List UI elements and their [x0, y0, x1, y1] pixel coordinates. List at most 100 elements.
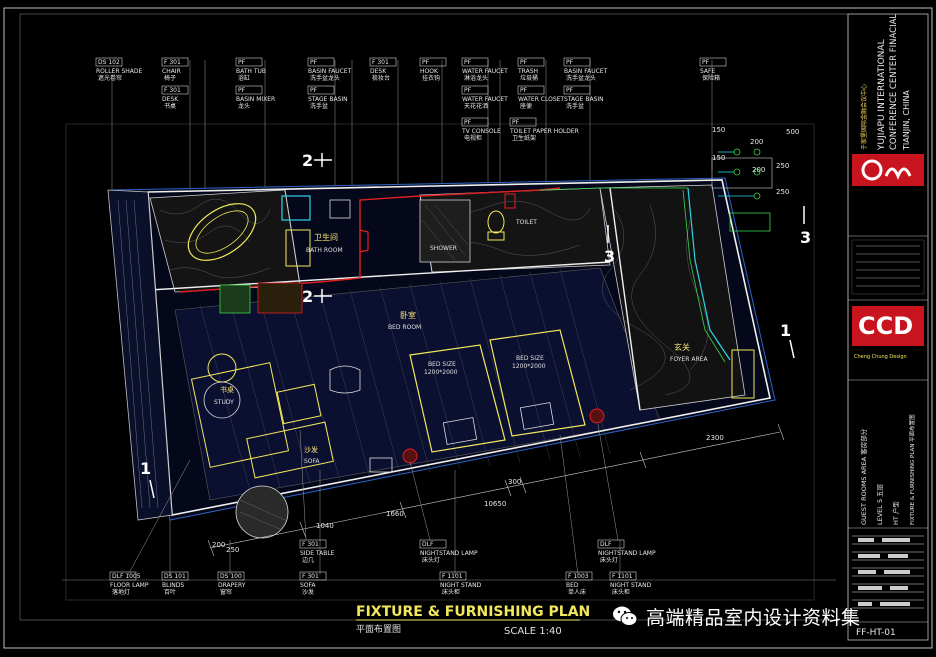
top-tag-en: WATER FAUCET [462, 96, 508, 103]
sofa-label-cn: 沙发 [304, 445, 318, 454]
top-tag-cn: 挂衣钩 [422, 74, 440, 82]
bottom-tag-en: BLINDS [162, 582, 184, 589]
dim-300: 300 [508, 478, 521, 486]
client-logo [852, 154, 924, 186]
bed-2 [489, 329, 586, 437]
bottom-tag-cn: 单人床 [568, 588, 586, 596]
bottom-tag-code: F 301 [302, 541, 319, 548]
toilet-bowl [487, 210, 505, 234]
project-name-cn: 于家堡国际金融会议中心 [860, 84, 868, 150]
top-tag-code: PF [464, 119, 472, 126]
top-tag-cn: 垃圾桶 [520, 74, 538, 82]
shower-label: SHOWER [430, 245, 457, 252]
top-tag-en: DESK [370, 68, 387, 75]
nightstand-lamp-2 [589, 408, 605, 424]
dimension-labels: 1040 1660 10650 300 2300 200 250 150 200… [212, 126, 799, 554]
top-tag-cn: 座便 [520, 102, 532, 110]
bed1-size-label: BED SIZE [428, 361, 456, 368]
dim-r1: 150 [712, 126, 725, 134]
bottom-tag-code: DLF [422, 541, 434, 548]
top-tag-cn: 遮光卷帘 [98, 74, 122, 82]
drawing-scale: SCALE 1:40 [504, 626, 562, 637]
top-tag-code: PF [566, 59, 574, 66]
bottom-tag-cn: 边几 [302, 556, 314, 564]
top-tag-en: ROLLER SHADE [96, 68, 142, 75]
top-tag-en: SAFE [700, 68, 715, 75]
bed-room-label-cn: 卧室 [400, 310, 416, 320]
drawing-title-en: FIXTURE & FURNISHING PLAN [356, 604, 590, 620]
bottom-tag-code: F 1101 [442, 573, 463, 580]
floor-plan [107, 148, 776, 539]
section-mark-2a: 2 [302, 151, 313, 170]
bottom-tag-code: F 301 [302, 573, 319, 580]
top-tag-code: PF [464, 87, 472, 94]
top-tag-code: F 301 [164, 59, 181, 66]
drawing-title-cn: 平面布置图 [356, 623, 401, 635]
top-tag-code: PF [238, 87, 246, 94]
top-tag-cn: 电视柜 [464, 134, 482, 142]
bath-label-cn: 卫生间 [314, 232, 338, 242]
top-tag-cn: 梳妆台 [372, 74, 390, 82]
bottom-tag-cn: 床头灯 [600, 556, 618, 564]
drawing-title: FIXTURE & FURNISHING PLAN 平面布置图 SCALE 1:… [356, 604, 590, 637]
dim-r6: 250 [776, 188, 789, 196]
bottom-tag-en: FLOOR LAMP [110, 582, 149, 589]
viewport-frame [65, 123, 815, 601]
dimension-chain [207, 423, 785, 557]
toilet-label: TOILET [515, 219, 537, 226]
watermark: 高端精品室内设计资料集 [612, 598, 912, 634]
sheet-title-label: FIXTURE & FURNISHING PLAN 平面布置图 [908, 414, 916, 525]
top-tag-code: PF [238, 59, 246, 66]
sofa [246, 421, 334, 479]
bottom-tag-en: NIGHTSTAND LAMP [420, 550, 478, 557]
top-tag-code: PF [702, 59, 710, 66]
ccd-logo-sub: Cheng Chung Design [854, 354, 907, 360]
project-name-en-3: TIANJIN, CHINA [902, 90, 911, 151]
top-tag-en: DESK [162, 96, 179, 103]
dim-10650: 10650 [484, 500, 506, 508]
bottom-tag-cn: 百叶 [164, 588, 176, 596]
section-mark-1b: 1 [140, 459, 151, 478]
foyer-zone [599, 184, 746, 411]
wechat-icon [612, 605, 638, 627]
bottom-tag-code: DLF [600, 541, 612, 548]
outlet-symbols [733, 148, 761, 200]
lounge-chair [276, 383, 322, 425]
section-marks: 2 2 3 3 1 1 [140, 151, 811, 499]
top-tag-cn: 淋浴龙头 [464, 74, 488, 82]
top-tag-cn: 椅子 [164, 74, 176, 82]
top-tag-code: PF [512, 119, 520, 126]
top-tag-code: PF [566, 87, 574, 94]
top-tag-code: PF [520, 59, 528, 66]
ccd-logo [852, 306, 924, 346]
dim-200: 200 [212, 541, 225, 549]
top-tag-code: PF [422, 59, 430, 66]
bottom-tag-code: F 1101 [612, 573, 633, 580]
bathtub [187, 203, 257, 261]
top-tag-cn: 洗手盆 [566, 102, 584, 110]
dim-r4: 200 [752, 166, 765, 174]
top-tag-en: TV CONSOLE [461, 128, 501, 135]
section-mark-3a: 3 [604, 247, 615, 266]
bottom-tag-en: NIGHT STAND [440, 582, 482, 589]
bath-label-en: BATH ROOM [306, 247, 343, 254]
bed2-size-label: BED SIZE [516, 355, 544, 362]
top-tag-cn: 龙头 [238, 102, 250, 110]
revision-table [852, 535, 924, 609]
top-tag-en: HOOK [420, 68, 439, 75]
bottom-tag-en: DRAPERY [218, 582, 246, 589]
bottom-tag-en: NIGHTSTAND LAMP [598, 550, 656, 557]
shower-stall [419, 199, 471, 263]
